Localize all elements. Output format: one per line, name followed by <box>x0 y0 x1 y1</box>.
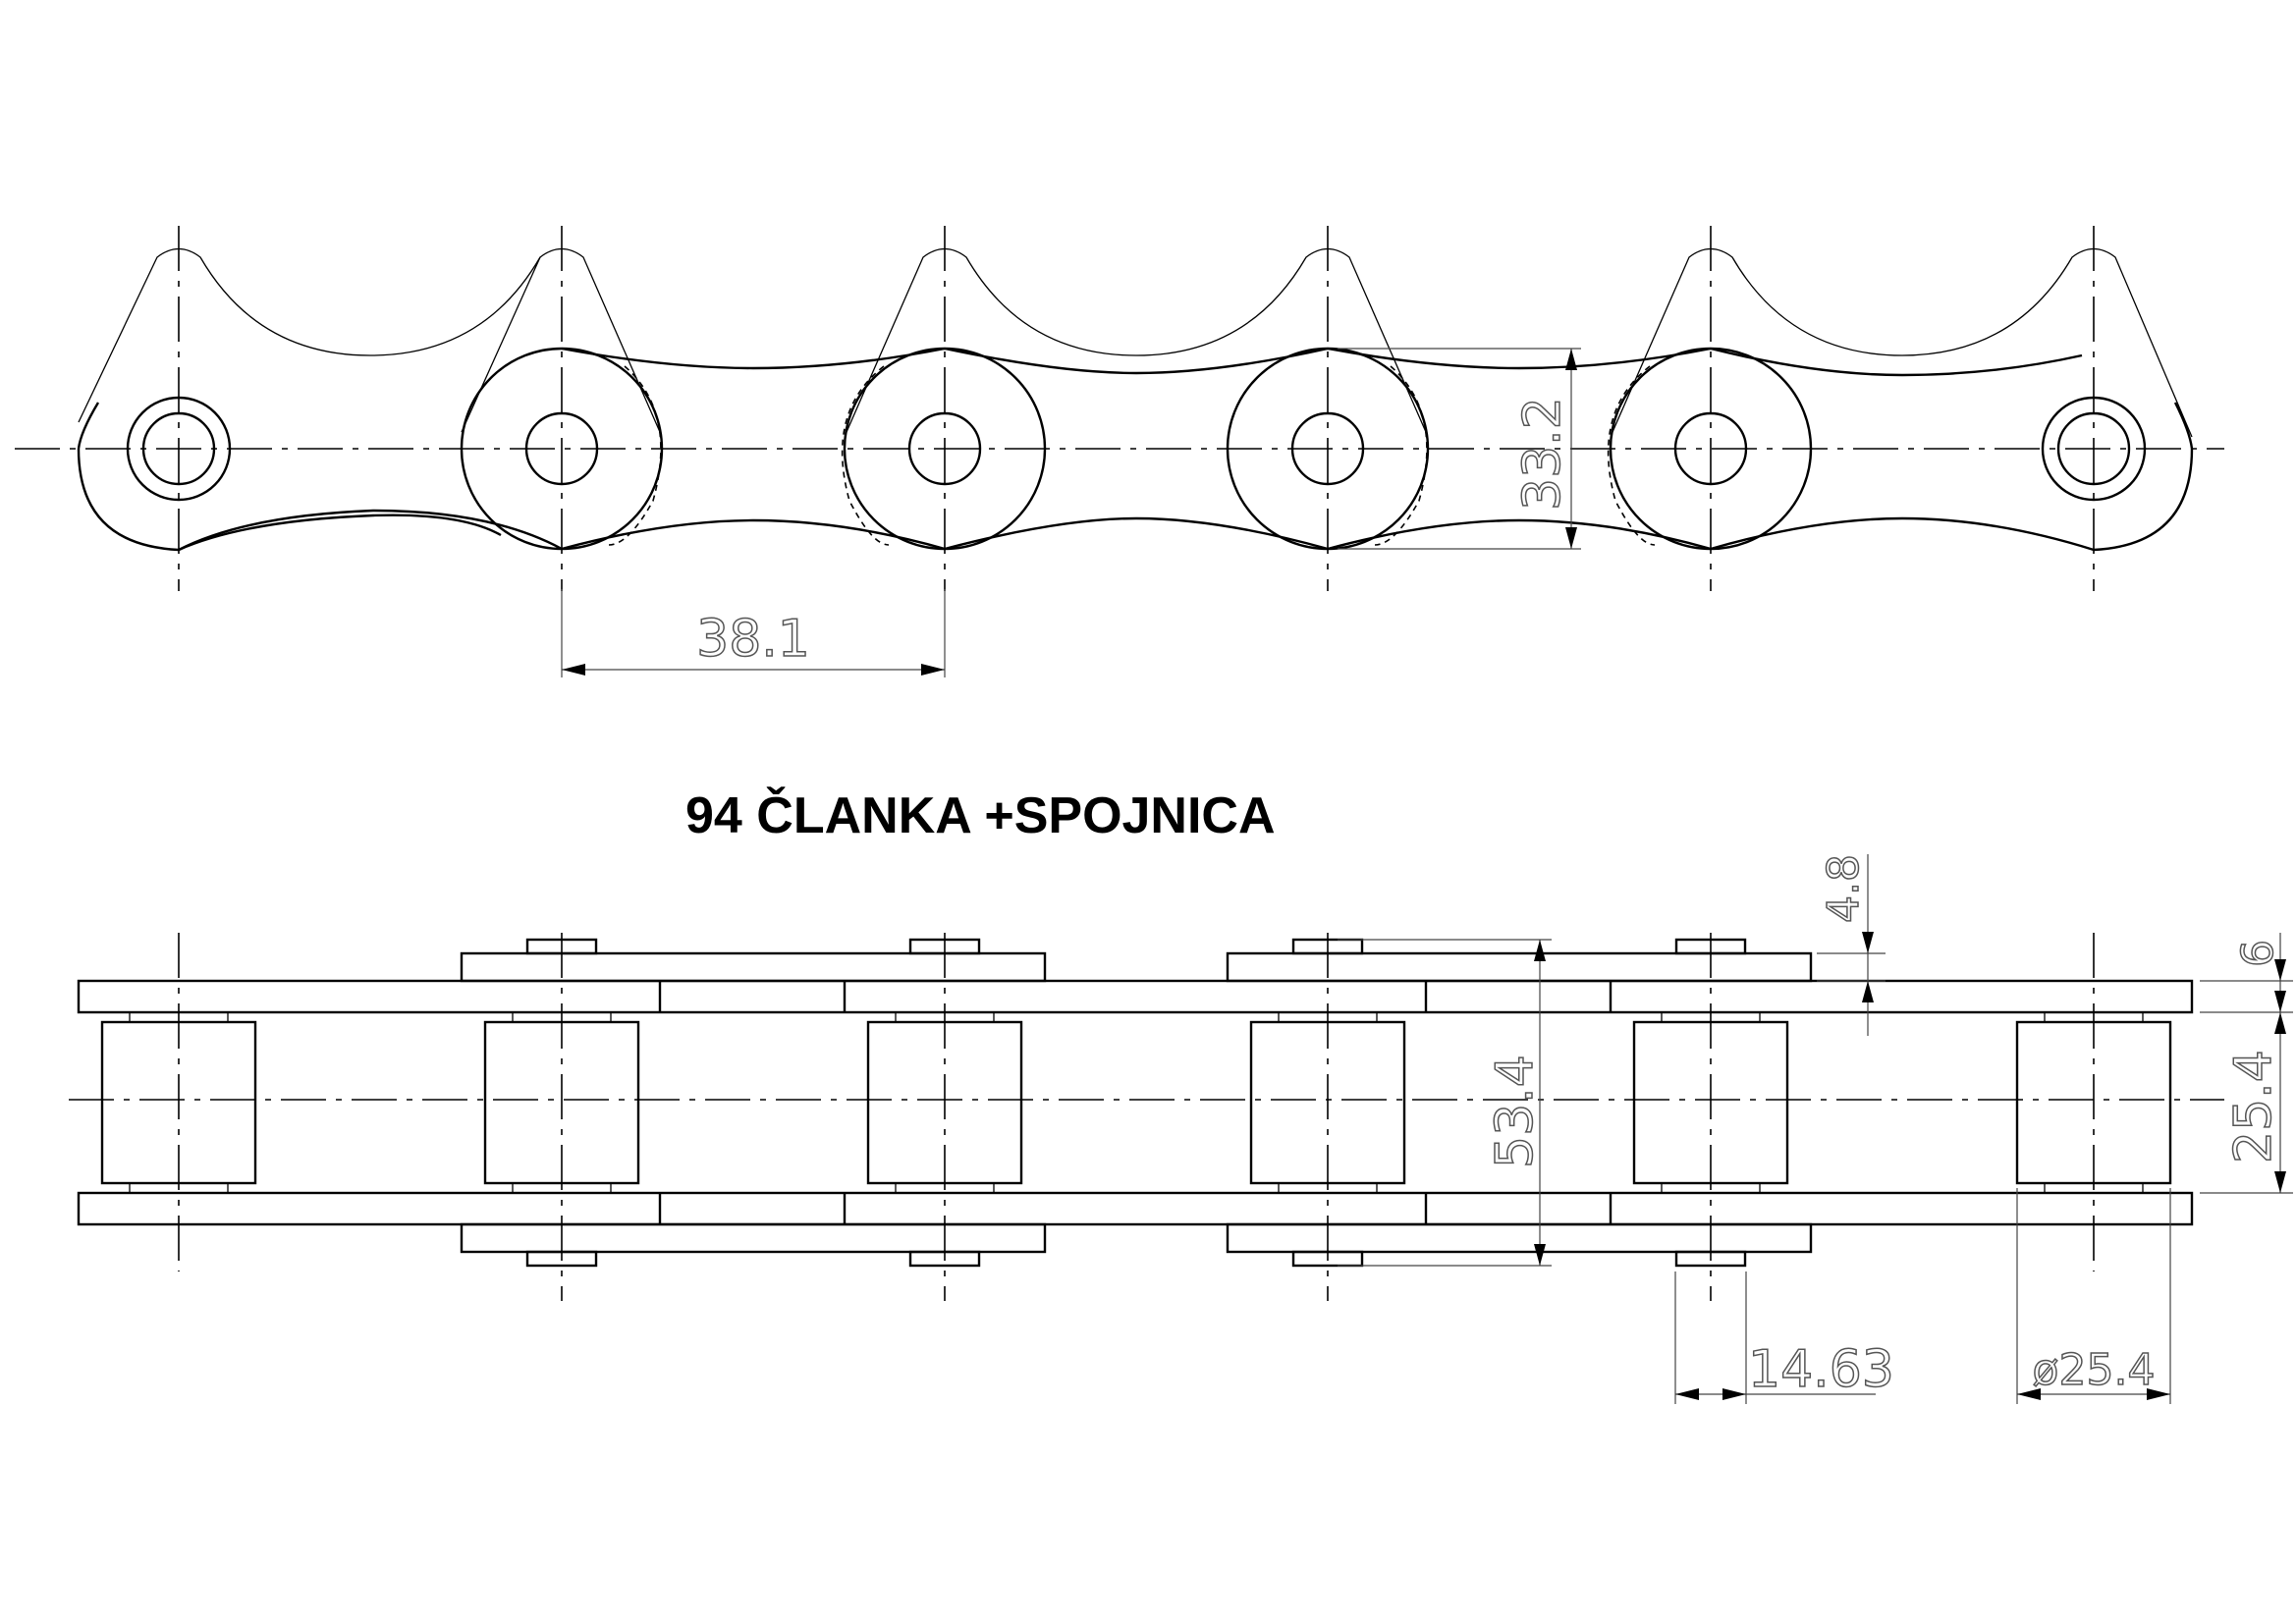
rollers <box>100 1011 2172 1194</box>
link-plates <box>77 347 2194 552</box>
dim-pin-diameter: 14.63 <box>1674 1271 1895 1404</box>
dim-overall-width: 53.4 <box>1338 939 1552 1267</box>
dim-pitch: 38.1 <box>561 589 946 677</box>
dim-text-plate-height: 33.2 <box>1513 397 1572 511</box>
dim-text-pin-diameter: 14.63 <box>1748 1340 1894 1399</box>
dim-text-roller-diameter: ø25.4 <box>2033 1345 2156 1395</box>
dim-text-pin-protrusion: 4.8 <box>1819 854 1869 923</box>
outer-plates <box>460 951 1813 1254</box>
attachment-lobes <box>78 247 2193 438</box>
pin-centerlines-bottom <box>178 933 2095 1301</box>
dim-roller-diameter: ø25.4 <box>2016 1188 2171 1404</box>
dim-pin-protrusion: 4.8 <box>1817 853 1886 1036</box>
dim-text-overall-width: 53.4 <box>1486 1055 1545 1168</box>
drawing-title: 94 ČLANKA +SPOJNICA <box>685 786 1276 844</box>
chain-side-view: 33.2 38.1 <box>15 226 2224 677</box>
dim-text-plate-thickness: 6 <box>2233 940 2283 967</box>
dim-text-inner-width: 25.4 <box>2224 1050 2283 1163</box>
inner-plates <box>77 979 2194 1226</box>
pin-holes <box>126 396 2147 502</box>
dim-plate-thickness: 6 <box>2200 933 2293 1013</box>
dim-inner-width: 25.4 <box>2200 1012 2293 1194</box>
dim-text-pitch: 38.1 <box>696 610 810 669</box>
pin-centerlines-top <box>178 226 2095 591</box>
dim-plate-height: 33.2 <box>1338 348 1581 550</box>
chain-top-view: 53.4 4.8 6 25.4 <box>69 853 2293 1404</box>
pin-heads <box>525 938 1747 1268</box>
hidden-plate-edges <box>608 365 1656 546</box>
